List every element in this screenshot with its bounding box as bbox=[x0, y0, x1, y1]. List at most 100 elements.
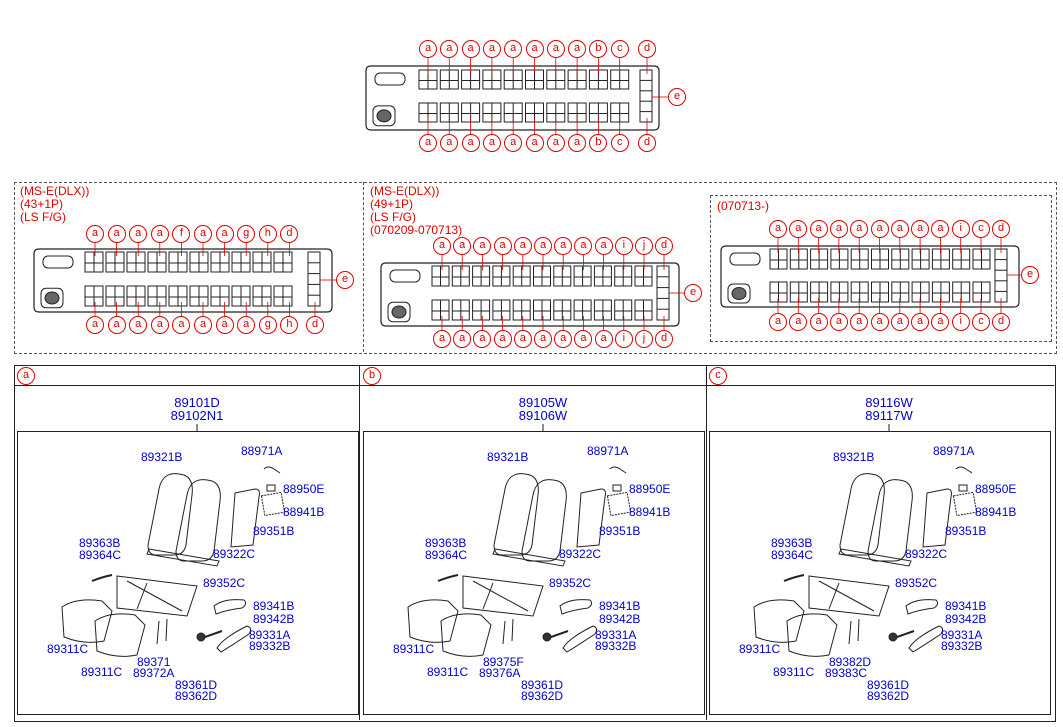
cushion-right bbox=[786, 613, 838, 657]
part-number-armrest1: 89341B bbox=[599, 599, 641, 613]
part-number-belt2: 89362D bbox=[867, 689, 910, 703]
seat-callout-top: a bbox=[870, 220, 889, 238]
map-net bbox=[606, 491, 632, 517]
part-number-armrest1: 89341B bbox=[945, 599, 987, 613]
seat-callout-top: a bbox=[473, 237, 492, 255]
part-number-armrest2: 89342B bbox=[599, 612, 641, 626]
part-number-frame: 89352C bbox=[895, 576, 938, 590]
seat-callout-top: a bbox=[534, 237, 552, 255]
seat-belt-strap bbox=[550, 630, 569, 638]
seat-rail bbox=[838, 548, 912, 567]
bus-outline bbox=[720, 245, 1020, 308]
part-number-cushion2: 89311C bbox=[427, 665, 469, 679]
seat-callout-bottom: a bbox=[829, 313, 848, 331]
assembly-number: 89106W bbox=[518, 408, 568, 423]
part-number-clip: 88971A bbox=[241, 444, 283, 458]
seat-callout-top: a bbox=[574, 237, 593, 255]
seat-callout-bottom: a bbox=[172, 316, 191, 334]
assembly-box bbox=[709, 431, 1051, 715]
entry-step bbox=[729, 252, 761, 266]
seat-callout-top: a bbox=[194, 225, 212, 243]
seat-leg bbox=[511, 618, 514, 642]
part-number-cable1: 89363B bbox=[425, 536, 467, 550]
seat-exploded-view bbox=[753, 466, 978, 657]
variants-section bbox=[14, 182, 1057, 354]
rear-seat-callout: e bbox=[1021, 266, 1039, 284]
seat-callout-bottom: g bbox=[258, 316, 277, 334]
seat-callout-top: a bbox=[129, 225, 148, 243]
seat-callout-top: a bbox=[419, 40, 437, 58]
seat-callout-top: a bbox=[86, 225, 104, 243]
bus-outline bbox=[365, 65, 660, 131]
part-number-cable2: 89364C bbox=[771, 548, 814, 562]
seat-leg bbox=[857, 618, 860, 642]
seat-callout-top: a bbox=[931, 220, 950, 238]
assembly-leader bbox=[542, 424, 544, 432]
variant-divider bbox=[363, 182, 364, 352]
seat-leg bbox=[502, 620, 506, 645]
part-number-frame: 89352C bbox=[203, 576, 246, 590]
seat-callout-top: f bbox=[172, 225, 191, 243]
seat-callout-bottom: a bbox=[419, 134, 437, 152]
variant-condition: (MS-E(DLX)) bbox=[20, 184, 90, 198]
seat-callout-top: a bbox=[769, 220, 787, 238]
seat-callout-top: a bbox=[809, 220, 828, 238]
seat-callout-top: g bbox=[237, 225, 256, 243]
seat-callout-top: a bbox=[850, 220, 869, 238]
assembly-number: 89117W bbox=[865, 408, 913, 423]
part-number-belt1: 89361D bbox=[175, 678, 218, 692]
armrest bbox=[559, 599, 593, 615]
variant-condition: (MS-E(DLX)) bbox=[370, 184, 440, 198]
seat-callout-bottom: a bbox=[870, 313, 889, 331]
seat-leg bbox=[156, 620, 160, 645]
seat-exploded-view bbox=[61, 466, 286, 657]
panel-header-line bbox=[14, 385, 1054, 386]
seat-callout-bottom: a bbox=[568, 134, 587, 152]
cushion-left bbox=[407, 599, 459, 643]
back-cover bbox=[922, 488, 952, 548]
seat-callout-bottom: a bbox=[809, 313, 828, 331]
part-number-leg2: 89383C bbox=[825, 666, 868, 680]
seat-callout-bottom: a bbox=[482, 134, 501, 152]
panel-label: b bbox=[363, 367, 381, 385]
variant-condition: (49+1P) bbox=[370, 197, 414, 211]
seat-callout-bottom: a bbox=[440, 134, 459, 152]
seat-callout-top: a bbox=[911, 220, 930, 238]
part-number-back-cover: 89351B bbox=[253, 524, 295, 538]
seat-frame bbox=[116, 575, 198, 617]
seat-callout-top: d bbox=[992, 220, 1010, 238]
seat-callout-top: a bbox=[150, 225, 169, 243]
part-number-hook: 88950E bbox=[629, 482, 671, 496]
seat-callout-bottom: a bbox=[493, 330, 512, 348]
seat-callout-top: b bbox=[589, 40, 608, 58]
part-number-clip: 88971A bbox=[587, 444, 629, 458]
part-number-leg1: 89375F bbox=[483, 655, 524, 669]
part-number-belt1: 89361D bbox=[867, 678, 910, 692]
variant-2-bus-plan bbox=[380, 262, 680, 327]
seat-callout-top: a bbox=[829, 220, 848, 238]
cushion-right bbox=[440, 613, 492, 657]
bus-outline bbox=[380, 262, 680, 327]
seat-frame bbox=[808, 575, 890, 617]
part-number-cushion2: 89311C bbox=[81, 665, 123, 679]
part-number-belt1: 89361D bbox=[521, 678, 564, 692]
part-number-cushion1: 89311C bbox=[47, 642, 89, 656]
part-number-clip: 88971A bbox=[933, 444, 975, 458]
seat-leg bbox=[848, 620, 852, 645]
frame-brace bbox=[482, 582, 494, 610]
part-number-armrest1: 89341B bbox=[253, 599, 295, 613]
cable bbox=[783, 574, 805, 582]
part-number-armrest2: 89342B bbox=[253, 612, 295, 626]
variant-condition: (LS F/G) bbox=[20, 210, 67, 224]
assembly-number: 89105W bbox=[518, 395, 568, 410]
seat-callout-bottom: a bbox=[850, 313, 869, 331]
seat-belt-buckle bbox=[196, 632, 206, 642]
assembly-box bbox=[17, 431, 359, 715]
seat-back-left bbox=[493, 473, 539, 556]
seat-callout-bottom: a bbox=[931, 313, 950, 331]
seat-callout-top: a bbox=[504, 40, 523, 58]
parts-panels-frame bbox=[14, 365, 1056, 722]
cushion-left bbox=[61, 599, 113, 643]
